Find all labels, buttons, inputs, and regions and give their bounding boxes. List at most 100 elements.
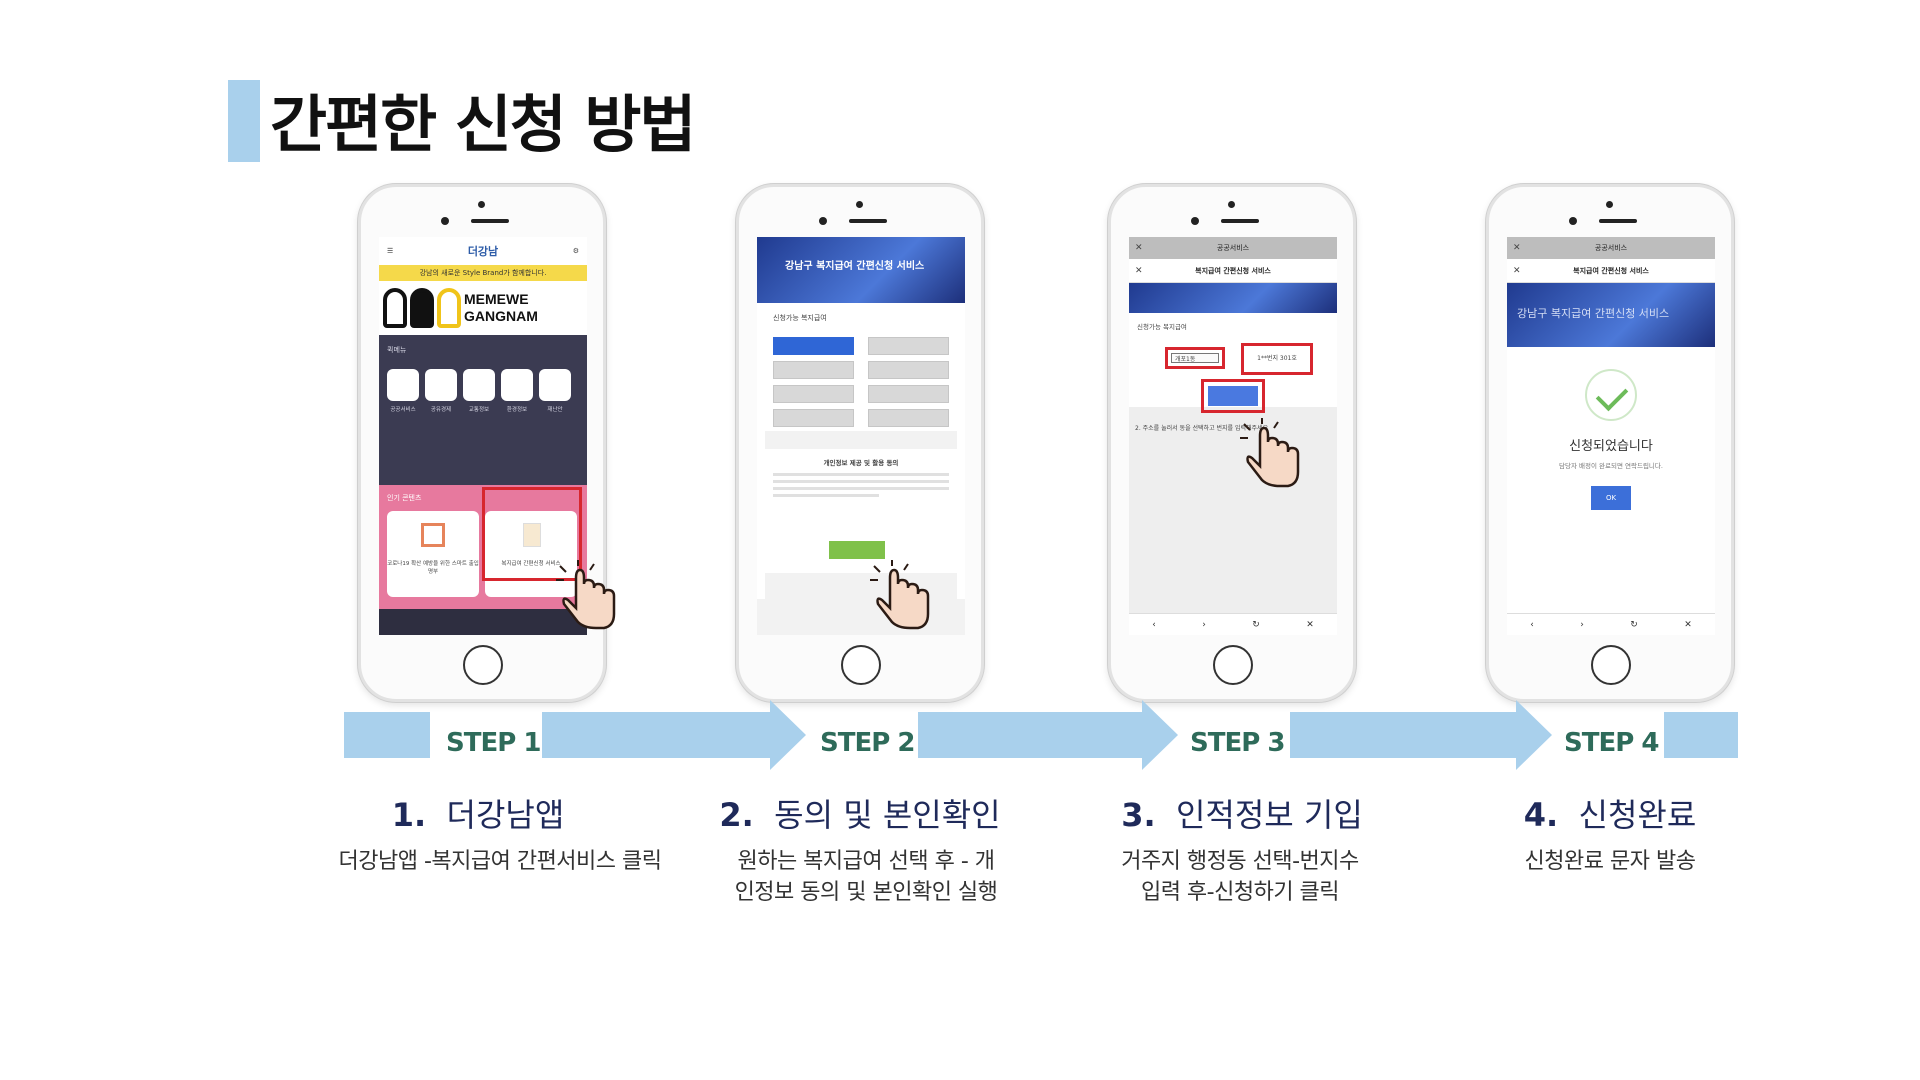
brand-word: MEMEWE	[464, 291, 529, 307]
welfare-option[interactable]	[868, 361, 949, 379]
refresh-icon[interactable]: ↻	[1630, 619, 1638, 630]
card-welfare[interactable]: 복지급여 간편신청 서비스	[485, 511, 577, 597]
home-button[interactable]	[1591, 645, 1631, 685]
forward-icon[interactable]: ›	[1202, 619, 1206, 630]
welfare-select: 신청가능 복지급여	[765, 303, 957, 431]
step-title-1: 1. 더강남앱	[268, 790, 688, 836]
arrow-end	[1664, 712, 1738, 758]
welfare-option[interactable]	[868, 409, 949, 427]
top-bar: ✕ 공공서비스	[1129, 237, 1337, 259]
app-screen-info: ✕ 공공서비스 ✕ 복지급여 간편신청 서비스 신청가능 복지급여 개포1동 1…	[1129, 237, 1337, 635]
phone-dot	[856, 201, 863, 208]
step-number: 2.	[719, 796, 754, 834]
step-desc-4: 신청완료 문자 발송	[1400, 846, 1820, 877]
address-input[interactable]: 1**번지 301호	[1241, 343, 1313, 375]
bottom-nav[interactable]	[379, 609, 587, 635]
home-button[interactable]	[463, 645, 503, 685]
step-label-1: STEP 1	[446, 728, 541, 758]
brand-word: GANGNAM	[464, 308, 538, 324]
sub-bar: ✕ 복지급여 간편신청 서비스	[1129, 259, 1337, 283]
browser-toolbar: ‹ › ↻ ✕	[1129, 613, 1337, 635]
step-number: 3.	[1121, 796, 1156, 834]
step-title-text: 더강남앱	[446, 796, 565, 834]
done-message: 신청되었습니다	[1569, 439, 1653, 454]
back-icon[interactable]: ‹	[1152, 619, 1156, 630]
phone-step-4: ✕ 공공서비스 ✕ 복지급여 간편신청 서비스 강남구 복지급여 간편신청 서비…	[1486, 184, 1734, 702]
brand-shape	[410, 288, 434, 328]
arrow-2	[918, 700, 1178, 770]
hamburger-icon[interactable]: ☰	[387, 247, 394, 255]
form-note: 2. 주소를 눌러서 동을 선택하고 번지를 입력해주세요	[1135, 425, 1269, 432]
forward-icon[interactable]: ›	[1580, 619, 1584, 630]
close-icon[interactable]: ✕	[1306, 619, 1314, 630]
desc-line: 거주지 행정동 선택-번지수	[1121, 849, 1359, 874]
title-accent-bar	[228, 80, 260, 162]
card-label: 복지급여 간편신청 서비스	[501, 561, 561, 567]
camera-icon	[1191, 217, 1199, 225]
step-number: 4.	[1523, 796, 1559, 834]
step-title-4: 4. 신청완료	[1400, 790, 1820, 836]
welfare-option[interactable]	[868, 385, 949, 403]
step-desc-2: 원하는 복지급여 선택 후 - 개 인정보 동의 및 본인확인 실행	[656, 846, 1076, 908]
dong-select[interactable]: 개포1동	[1165, 347, 1225, 369]
close-icon[interactable]: ✕	[1513, 266, 1521, 276]
desc-line: 더강남앱 -복지급여 간편서비스 클릭	[338, 849, 662, 874]
apply-button[interactable]	[1208, 386, 1258, 406]
close-icon[interactable]: ✕	[1135, 243, 1143, 253]
arrow-1	[542, 700, 806, 770]
close-icon[interactable]: ✕	[1684, 619, 1692, 630]
close-icon[interactable]: ✕	[1513, 243, 1521, 253]
app-screen-consent: 강남구 복지급여 간편신청 서비스 신청가능 복지급여 개인정보 제공 및 활용…	[757, 237, 965, 635]
step-label-3: STEP 3	[1190, 728, 1285, 758]
phone-step-1: ☰ 더강남 ⚙ 강남의 새로운 Style Brand가 함께합니다. MEME…	[358, 184, 606, 702]
back-icon[interactable]: ‹	[1530, 619, 1534, 630]
brand-logo: MEMEWE GANGNAM	[379, 281, 587, 335]
speaker-icon	[1221, 219, 1259, 223]
step-title-text: 신청완료	[1578, 796, 1697, 834]
welfare-option[interactable]	[773, 361, 854, 379]
public-service-icon[interactable]	[387, 369, 419, 401]
refresh-icon[interactable]: ↻	[1252, 619, 1260, 630]
card-qr[interactable]: 코로나19 확산 예방을 위한 스마트 출입명부	[387, 511, 479, 597]
dong-select-value: 개포1동	[1171, 353, 1219, 363]
home-button[interactable]	[1213, 645, 1253, 685]
agree-button[interactable]	[829, 541, 885, 559]
desc-line: 인정보 동의 및 본인확인 실행	[734, 880, 998, 905]
disaster-icon[interactable]	[539, 369, 571, 401]
welfare-option[interactable]	[773, 337, 854, 355]
ok-button[interactable]: OK	[1591, 486, 1631, 510]
step-desc-3: 거주지 행정동 선택-번지수 입력 후-신청하기 클릭	[1030, 846, 1450, 908]
popular-label: 인기 콘텐츠	[387, 494, 422, 502]
section-label: 신청가능 복지급여	[1137, 323, 1187, 331]
settings-icon[interactable]: ⚙	[572, 247, 579, 255]
speaker-icon	[471, 219, 509, 223]
top-bar-title: 공공서비스	[1594, 244, 1628, 252]
welfare-option[interactable]	[868, 337, 949, 355]
app-screen-done: ✕ 공공서비스 ✕ 복지급여 간편신청 서비스 강남구 복지급여 간편신청 서비…	[1507, 237, 1715, 635]
desc-line: 원하는 복지급여 선택 후 - 개	[737, 849, 995, 874]
environment-icon[interactable]	[501, 369, 533, 401]
hand-pointer-icon	[870, 560, 930, 630]
arrow-3	[1290, 700, 1552, 770]
step-title-text: 인적정보 기입	[1175, 796, 1363, 834]
icon-label: 환경정보	[506, 407, 528, 413]
speaker-icon	[849, 219, 887, 223]
icon-label: 재난안	[547, 407, 563, 413]
done-panel: 신청되었습니다 담당자 배정이 완료되면 연락드립니다. OK	[1507, 347, 1715, 603]
home-button[interactable]	[841, 645, 881, 685]
traffic-icon[interactable]	[463, 369, 495, 401]
top-bar-title: 공공서비스	[1216, 244, 1250, 252]
welfare-option[interactable]	[773, 409, 854, 427]
brand-shape	[437, 288, 461, 328]
desc-line: 신청완료 문자 발송	[1524, 849, 1696, 874]
share-economy-icon[interactable]	[425, 369, 457, 401]
brand-shape	[383, 288, 407, 328]
step-number: 1.	[391, 796, 427, 834]
close-icon[interactable]: ✕	[1135, 266, 1143, 276]
welfare-option[interactable]	[773, 385, 854, 403]
card-label: 코로나19 확산 예방을 위한 스마트 출입명부	[387, 561, 479, 575]
browser-toolbar: ‹ › ↻ ✕	[1507, 613, 1715, 635]
step-desc-1: 더강남앱 -복지급여 간편서비스 클릭	[290, 846, 710, 877]
hand-pointer-icon	[556, 560, 616, 630]
camera-icon	[441, 217, 449, 225]
